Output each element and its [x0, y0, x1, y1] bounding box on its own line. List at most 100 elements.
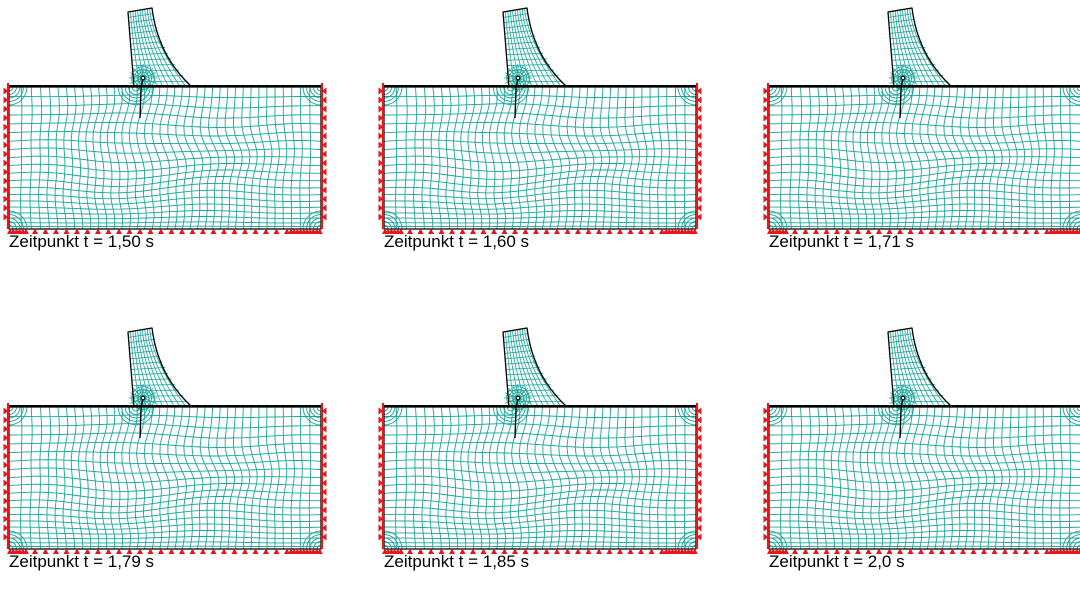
panel-4: Zeitpunkt t = 1,79 s: [0, 320, 330, 590]
support-marker-bottom: [606, 548, 613, 554]
mesh-refinement-arc: [499, 406, 523, 419]
support-marker-left: [378, 470, 384, 478]
mesh-refinement-arc: [117, 86, 155, 106]
boundary-supports: [3, 83, 327, 234]
support-marker-bottom: [553, 228, 561, 234]
mesh-refinement-arc: [768, 406, 774, 412]
mesh-refinement-arc: [691, 86, 697, 92]
dam-mesh-column: [899, 329, 924, 408]
support-marker-right: [321, 479, 327, 487]
support-marker-left: [763, 177, 769, 185]
support-marker-right: [696, 434, 702, 442]
mesh-row-line: [768, 169, 1080, 180]
support-marker-bottom: [147, 548, 154, 554]
mesh-row-line: [769, 541, 1080, 544]
fem-mesh-2: [378, 7, 702, 234]
dam-mesh-column: [146, 8, 181, 88]
mesh-refinement-arc: [316, 224, 322, 230]
mesh-refinement-arc: [691, 406, 697, 412]
mesh-column-line: [665, 86, 670, 230]
support-marker-bottom: [31, 228, 39, 234]
mesh-row-line: [768, 536, 1080, 540]
panel-caption: Zeitpunkt t = 1,71 s: [769, 232, 915, 251]
support-marker-bottom: [1033, 228, 1040, 234]
mesh-column-line: [38, 406, 43, 550]
mesh-refinement-arc: [1062, 406, 1080, 426]
support-marker-left: [3, 177, 9, 185]
mesh-column-line: [641, 407, 648, 549]
mesh-column-line: [822, 86, 829, 229]
support-marker-right: [321, 425, 327, 433]
mesh-row-line: [383, 122, 697, 128]
support-marker-bottom: [574, 548, 582, 554]
mesh-column-line: [657, 406, 663, 549]
mesh-refinement-arc: [768, 537, 781, 550]
mesh-column-line: [542, 86, 554, 230]
support-marker-bottom: [543, 228, 550, 234]
support-marker-bottom: [252, 228, 259, 234]
dam-mesh-column: [142, 329, 170, 408]
mesh-column-line: [1050, 406, 1055, 550]
support-marker-left: [3, 141, 9, 149]
dam-mesh-column: [899, 9, 924, 88]
support-marker-bottom: [886, 548, 893, 554]
mesh-column-line: [216, 406, 228, 550]
mesh-column-line: [976, 86, 988, 230]
support-marker-bottom: [595, 228, 603, 234]
mesh-row-line: [8, 162, 322, 172]
mesh-row-line: [768, 94, 1080, 99]
crack-line: [899, 397, 904, 439]
mesh-refinement-arc: [1069, 86, 1080, 99]
support-marker-bottom: [22, 548, 30, 554]
mesh-row-line: [768, 482, 1080, 492]
support-marker-left: [763, 150, 769, 158]
mesh-column-line: [845, 86, 853, 230]
panel-5: Zeitpunkt t = 1,85 s: [375, 320, 705, 590]
support-marker-right: [321, 204, 327, 212]
mesh-column-line: [20, 406, 23, 549]
dam-mesh-column: [906, 328, 941, 408]
mesh-refinement-arc: [681, 534, 697, 550]
mesh-column-line: [29, 86, 33, 229]
support-marker-bottom: [126, 548, 133, 554]
support-marker-bottom: [406, 548, 414, 554]
mesh-row-line: [383, 169, 697, 180]
support-marker-left: [378, 533, 384, 541]
dam-mesh-column: [906, 8, 941, 88]
dam-mesh-column: [517, 329, 545, 408]
support-marker-bottom: [928, 548, 935, 554]
support-marker-bottom: [896, 228, 904, 234]
crack-tip-marker: [140, 395, 146, 401]
support-marker-left: [763, 461, 769, 469]
support-marker-bottom: [1001, 228, 1009, 234]
support-marker-bottom: [178, 548, 186, 554]
mesh-column-line: [503, 86, 514, 230]
mesh-column-line: [780, 406, 783, 549]
mesh-column-line: [460, 86, 468, 230]
support-marker-bottom: [397, 548, 405, 554]
mesh-column-line: [859, 86, 868, 230]
support-marker-bottom: [854, 548, 862, 554]
support-marker-bottom: [94, 228, 102, 234]
panel-caption: Zeitpunkt t = 1,79 s: [9, 552, 155, 571]
support-marker-right: [321, 177, 327, 185]
support-marker-left: [763, 123, 769, 131]
mesh-refinement-arc: [383, 217, 396, 230]
crack-tip-marker: [900, 75, 906, 81]
support-marker-left: [763, 141, 769, 149]
mesh-refinement-arc: [768, 86, 784, 102]
dam-mesh-column: [130, 331, 141, 408]
support-marker-bottom: [833, 548, 841, 554]
mesh-row-line: [768, 112, 1080, 119]
foundation-mesh: [8, 86, 322, 230]
mesh-column-line: [395, 406, 398, 549]
support-marker-left: [3, 204, 9, 212]
support-marker-bottom: [886, 228, 893, 234]
support-marker-bottom: [691, 548, 698, 554]
support-marker-left: [763, 452, 769, 460]
support-marker-left: [378, 479, 384, 487]
mesh-refinement-arc: [684, 217, 697, 230]
mesh-refinement-arc: [383, 406, 389, 412]
mesh-refinement-arc: [691, 224, 697, 230]
support-marker-bottom: [938, 548, 946, 554]
